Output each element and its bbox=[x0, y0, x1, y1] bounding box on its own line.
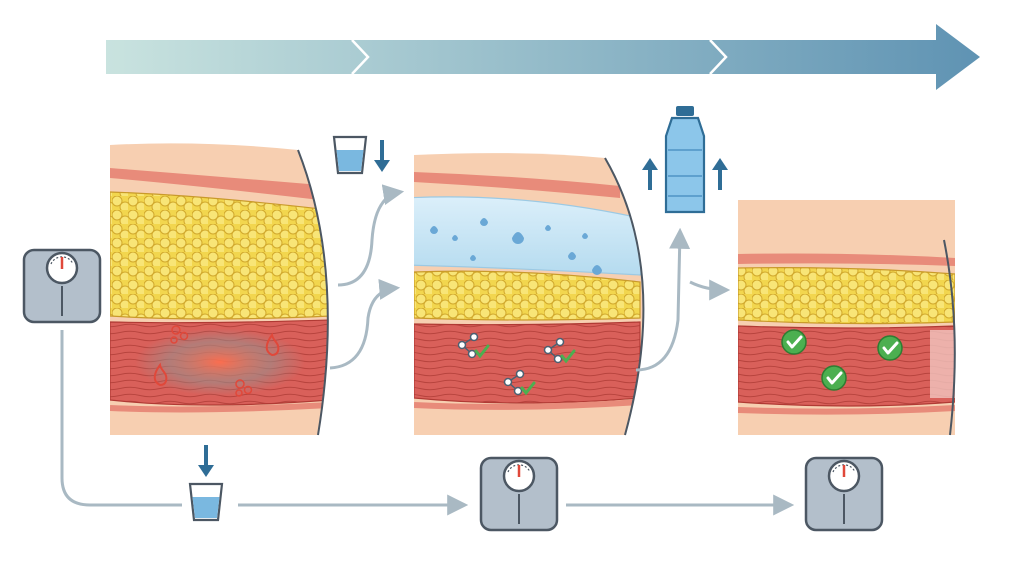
water-bottle-icon bbox=[666, 106, 704, 212]
scale-icon bbox=[24, 250, 100, 322]
water-glass-icon bbox=[334, 137, 366, 173]
fat-layer-thin bbox=[738, 268, 955, 324]
scale-icon bbox=[481, 458, 557, 530]
fat-layer-medium bbox=[414, 271, 640, 320]
scale-icon bbox=[806, 458, 882, 530]
muscle-layer-healthy bbox=[738, 326, 955, 406]
connector-arrow bbox=[690, 282, 726, 290]
checkmark-icon bbox=[782, 330, 806, 354]
water-glass-icon bbox=[190, 484, 222, 520]
stage-3-panel bbox=[738, 200, 955, 435]
progress-arrow bbox=[106, 24, 980, 90]
checkmark-icon bbox=[878, 336, 902, 360]
stage-1-panel bbox=[110, 140, 370, 440]
down-arrow-icon bbox=[374, 140, 390, 172]
up-arrow-icon bbox=[712, 158, 728, 190]
up-arrow-icon bbox=[642, 158, 658, 190]
checkmark-icon bbox=[822, 366, 846, 390]
tendon bbox=[930, 330, 955, 398]
connector-arrow bbox=[338, 192, 400, 285]
stage-2-panel bbox=[398, 150, 654, 440]
down-arrow-icon bbox=[198, 445, 214, 477]
connector-arrow bbox=[330, 288, 396, 368]
fat-layer-thick bbox=[110, 192, 330, 319]
